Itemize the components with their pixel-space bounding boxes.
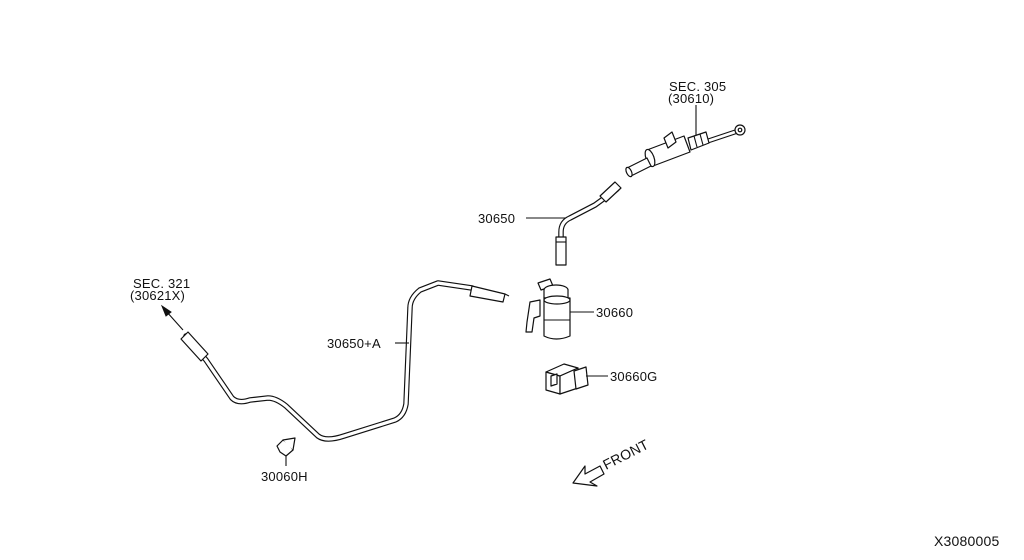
- lower-pipe-hose-end: [469, 285, 506, 303]
- damper-side-bracket: [525, 299, 541, 333]
- upper-clutch-pipe: [526, 181, 622, 266]
- upper-pipe-flare-nut: [599, 181, 622, 203]
- label-sec305-ref: (30610): [668, 91, 714, 106]
- push-rod: [704, 128, 739, 141]
- label-30060h: 30060H: [261, 469, 308, 484]
- label-sec321: SEC. 321: [133, 276, 190, 291]
- mount-flange: [663, 131, 677, 149]
- label-30650: 30650: [478, 211, 515, 226]
- lower-pipe-left-fitting: [180, 331, 209, 362]
- label-30650a: 30650+A: [327, 336, 381, 351]
- pipe-clip: [276, 437, 296, 466]
- upper-pipe-end-fitting: [555, 236, 567, 266]
- lower-clutch-pipe: [160, 280, 510, 442]
- damper-bracket: [545, 363, 608, 395]
- label-sec321-ref: (30621X): [130, 288, 185, 303]
- master-cylinder: [625, 105, 746, 178]
- front-direction-indicator: FRONT: [572, 436, 651, 487]
- label-sec305: SEC. 305: [669, 79, 726, 94]
- label-30660g: 30660G: [610, 369, 657, 384]
- label-30660: 30660: [596, 305, 633, 320]
- label-front: FRONT: [600, 436, 651, 473]
- clutch-damper: [525, 278, 594, 340]
- boot: [687, 131, 710, 151]
- front-arrow-icon: [572, 465, 605, 487]
- damper-body: [543, 297, 571, 340]
- drawing-code: X3080005: [934, 533, 999, 549]
